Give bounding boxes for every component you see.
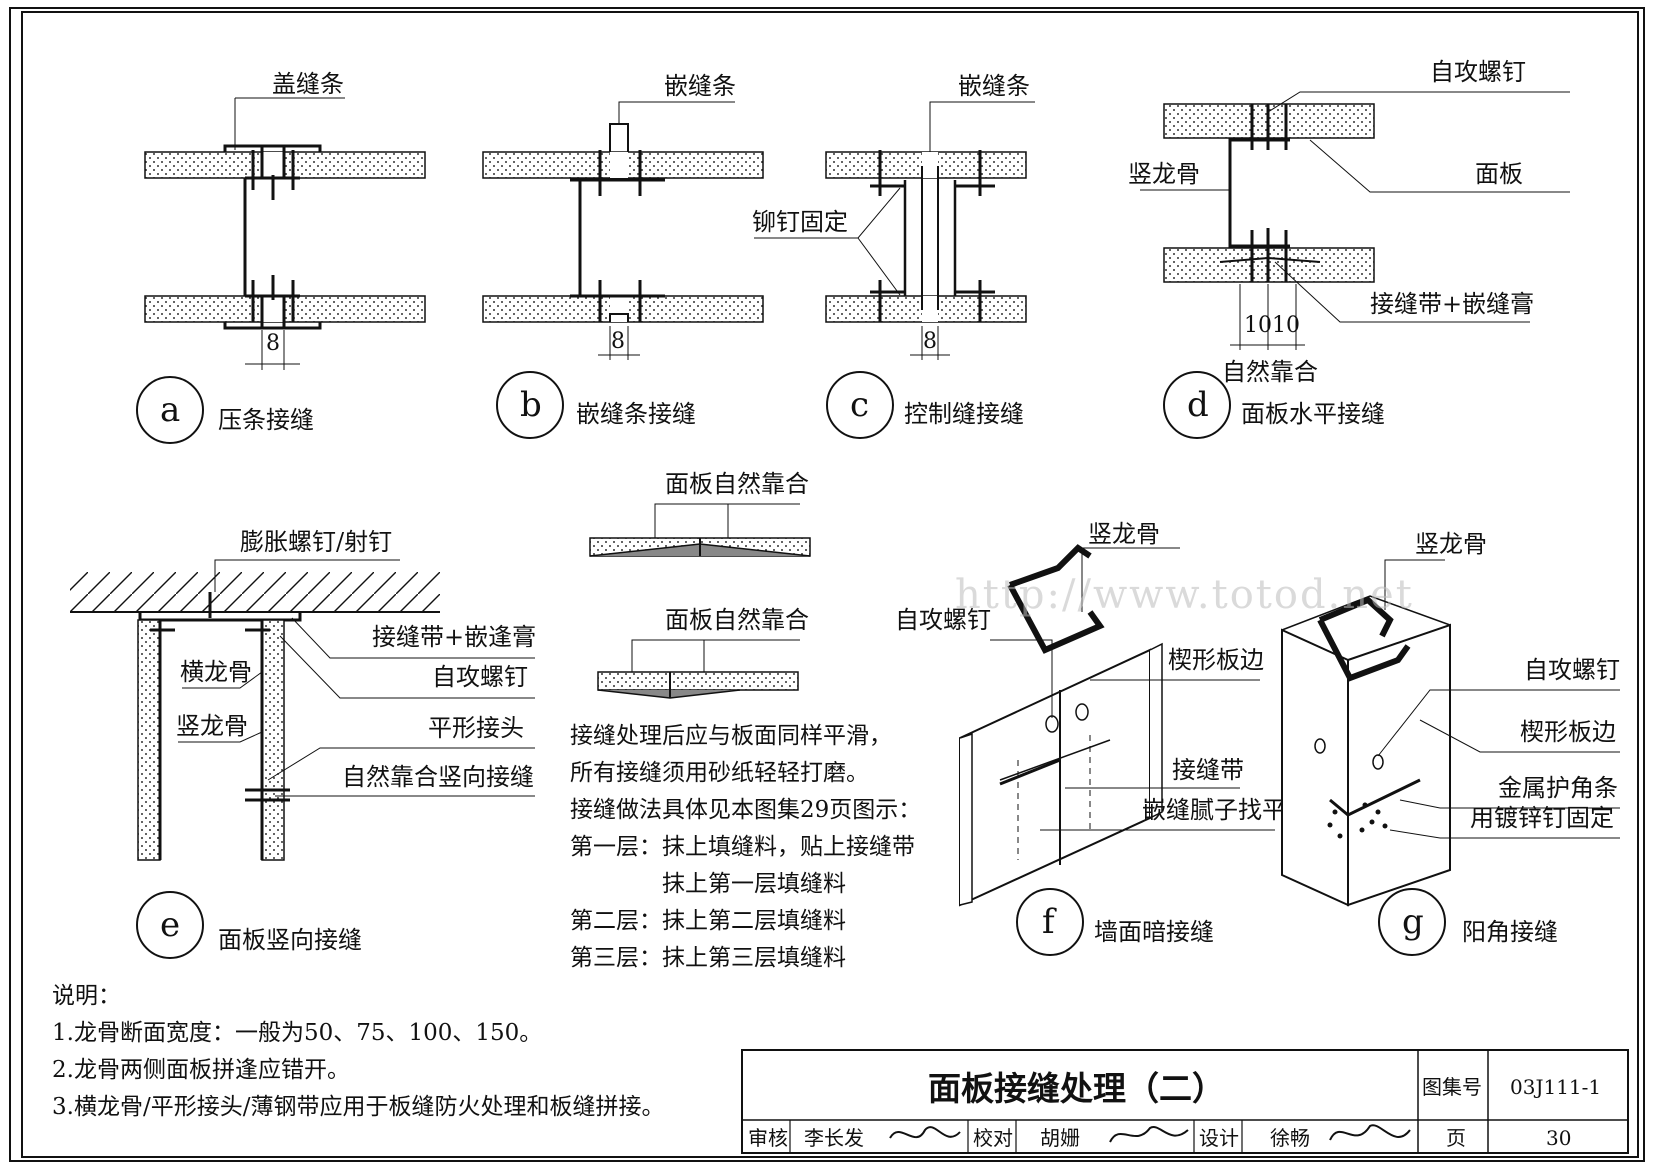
- label-tape: 接缝带+嵌缝膏: [1370, 290, 1534, 318]
- dim-text: 8: [923, 329, 937, 354]
- detail-caption: 面板水平接缝: [1241, 400, 1385, 428]
- detail-letter: b: [520, 385, 542, 425]
- detail-letter: e: [160, 905, 180, 945]
- inner-border: [21, 11, 1639, 1158]
- page-label: 页: [1446, 1126, 1466, 1150]
- detail-caption: 嵌缝条接缝: [576, 400, 696, 428]
- signature-designer: [1329, 1124, 1411, 1141]
- label-screw: 自攻螺钉: [895, 606, 991, 634]
- label-tape: 接缝带: [1172, 756, 1244, 784]
- label-insert-strip: 嵌缝条: [664, 72, 736, 100]
- process-note-line: 第二层：抹上第二层填缝料: [570, 908, 846, 934]
- signature-reviewer: [889, 1126, 961, 1139]
- drawing-title: 面板接缝处理（二）: [928, 1069, 1225, 1108]
- label-track: 横龙骨: [180, 658, 252, 686]
- detail-letter: a: [160, 390, 180, 430]
- signature-checker: [1109, 1126, 1189, 1143]
- label-cover-strip: 盖缝条: [272, 70, 344, 98]
- detail-e: 膨胀螺钉/射钉 接缝带+嵌逢膏 自攻螺钉 横龙骨 竖龙骨 平形接头 自然靠合竖向…: [70, 528, 536, 959]
- designer-name: 徐畅: [1270, 1126, 1310, 1150]
- label-rivet: 铆钉固定: [752, 208, 848, 236]
- label-tape: 接缝带+嵌逢膏: [372, 623, 536, 651]
- detail-a: 8 盖缝条 a 压条接缝: [136, 70, 426, 444]
- label-galvanized-nail: 用镀锌钉固定: [1470, 804, 1614, 832]
- process-note-line: 接缝做法具体见本图集29页图示：: [570, 797, 922, 823]
- note-item: 3.横龙骨/平形接头/薄钢带应用于板缝防火处理和板缝拼接。: [52, 1094, 665, 1120]
- notes-heading: 说明：: [52, 983, 121, 1009]
- label-screw: 自攻螺钉: [1430, 58, 1526, 86]
- outer-border: [9, 7, 1645, 1162]
- corner-stud-channel: [1317, 596, 1411, 682]
- process-note-line: 抹上第一层填缝料: [570, 871, 846, 897]
- general-notes: 说明： 1.龙骨断面宽度：一般为50、75、100、150。 2.龙骨两侧面板拼…: [52, 978, 664, 1126]
- butt-joint-sketches: 面板自然靠合 面板自然靠合: [589, 470, 811, 699]
- label-expansion-bolt: 膨胀螺钉/射钉: [240, 528, 392, 556]
- label-screw: 自攻螺钉: [1524, 656, 1620, 684]
- atlas-number: 03J111-1: [1510, 1075, 1601, 1099]
- dim-text: 8: [611, 329, 625, 354]
- review-label: 审核: [748, 1126, 788, 1150]
- wall-panel: [959, 648, 1151, 907]
- label-butt: 自然靠合: [1222, 358, 1318, 386]
- watermark: http://www.totod.net: [955, 572, 1414, 618]
- detail-caption: 控制缝接缝: [904, 400, 1024, 428]
- detail-marker: [136, 376, 204, 444]
- corner-panel-left: [1281, 628, 1349, 907]
- corner-panel-right: [1347, 623, 1451, 907]
- slab-hatch: [70, 572, 440, 612]
- atlas-label: 图集号: [1422, 1075, 1482, 1099]
- top-track: [138, 612, 302, 622]
- reviewer-name: 李长发: [804, 1126, 864, 1150]
- label-putty: 嵌缝腻子找平: [1142, 796, 1286, 824]
- label-panel: 面板: [1475, 160, 1523, 188]
- checker-name: 胡姗: [1040, 1126, 1080, 1150]
- process-notes: 接缝处理后应与板面同样平滑， 所有接缝须用砂纸轻轻打磨。 接缝做法具体见本图集2…: [570, 718, 921, 977]
- label-flat-joint: 平形接头: [428, 714, 524, 742]
- label-tapered-edge: 楔形板边: [1168, 646, 1264, 674]
- label-stud: 竖龙骨: [1128, 160, 1200, 188]
- detail-caption: 墙面暗接缝: [1094, 918, 1214, 946]
- detail-f: 竖龙骨 自攻螺钉 楔形板边 接缝带 嵌缝腻子找平 f 墙面暗接缝: [895, 520, 1286, 956]
- process-note-line: 第三层：抹上第三层填缝料: [570, 945, 846, 971]
- detail-letter: g: [1402, 902, 1424, 942]
- page-number: 30: [1546, 1126, 1571, 1150]
- detail-caption: 阳角接缝: [1462, 918, 1558, 946]
- dim-text: 10: [1244, 313, 1272, 338]
- dim-text: 8: [266, 331, 280, 356]
- stud-channel: [1007, 544, 1105, 654]
- process-note-line: 第一层：抹上填缝料，贴上接缝带: [570, 834, 915, 860]
- detail-caption: 面板竖向接缝: [218, 926, 362, 954]
- detail-g: 竖龙骨 自攻螺钉 楔形板边 金属护角条 用镀锌钉固定 g 阳角接缝: [1281, 530, 1620, 956]
- note-item: 2.龙骨两侧面板拼逢应错开。: [52, 1057, 350, 1083]
- detail-letter: d: [1187, 385, 1209, 425]
- detail-b: 8 嵌缝条 b 嵌缝条接缝: [482, 72, 764, 439]
- detail-d: 10 10 自然靠合 自攻螺钉 面板 竖龙骨 接缝带+嵌缝膏 d 面板水平接缝: [1128, 58, 1570, 439]
- label-insert-strip: 嵌缝条: [958, 72, 1030, 100]
- label-stud: 竖龙骨: [1415, 530, 1487, 558]
- process-note-line: 所有接缝须用砂纸轻轻打磨。: [570, 760, 869, 786]
- design-label: 设计: [1199, 1126, 1239, 1150]
- detail-caption: 压条接缝: [218, 406, 314, 434]
- detail-c: 8 嵌缝条 铆钉固定 c 控制缝接缝: [752, 72, 1035, 439]
- label-stud: 竖龙骨: [1088, 520, 1160, 548]
- label-butt-top: 面板自然靠合: [665, 470, 809, 498]
- detail-letter: f: [1042, 902, 1057, 942]
- label-stud: 竖龙骨: [176, 712, 248, 740]
- label-corner-bead: 金属护角条: [1498, 774, 1618, 802]
- label-butt-bottom: 面板自然靠合: [665, 606, 809, 634]
- title-block: 面板接缝处理（二） 图集号 03J111-1 页 30 审核 李长发 校对 胡姗…: [741, 1049, 1629, 1154]
- detail-letter: c: [850, 385, 869, 425]
- note-item: 1.龙骨断面宽度：一般为50、75、100、150。: [52, 1020, 543, 1046]
- dim-text: 10: [1272, 313, 1300, 338]
- label-tapered-edge: 楔形板边: [1520, 718, 1616, 746]
- process-note-line: 接缝处理后应与板面同样平滑，: [570, 723, 892, 749]
- label-vertical-joint: 自然靠合竖向接缝: [342, 763, 534, 791]
- check-label: 校对: [973, 1126, 1013, 1150]
- label-screw: 自攻螺钉: [432, 663, 528, 691]
